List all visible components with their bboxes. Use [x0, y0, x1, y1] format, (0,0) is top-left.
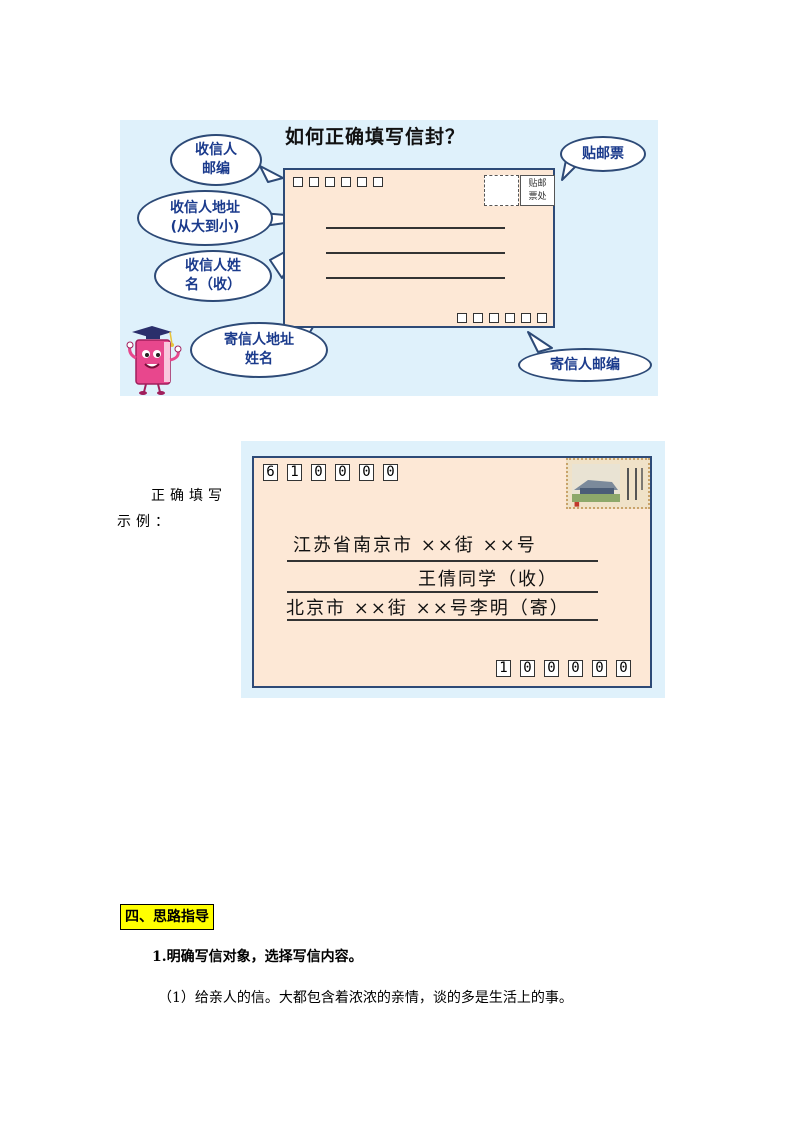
postage-stamp-image: ■	[566, 458, 650, 509]
guideline-point: 1.明确写信对象，选择写信内容。	[152, 949, 363, 965]
section-heading: 四、思路指导	[120, 904, 214, 930]
bubble-recipient-zip: 收信人 邮编	[170, 134, 262, 186]
example-label: 正确填写示例：	[117, 488, 227, 530]
tail-sender-zip	[527, 331, 553, 353]
tail-recipient-zip	[259, 165, 284, 183]
bubble-recipient-address: 收信人地址 (从大到小)	[137, 190, 273, 246]
address-line	[326, 252, 505, 254]
writing-line	[287, 591, 598, 593]
recipient-name-text: 王倩同学（收）	[418, 569, 558, 590]
bubble-recipient-name: 收信人姓 名（收）	[154, 250, 272, 302]
stamp-area-label: 贴邮 票处	[520, 175, 555, 206]
stamp-placeholder	[484, 175, 519, 206]
stamp-building-icon: ■	[572, 464, 643, 507]
bubble-sender-zip: 寄信人邮编	[518, 348, 652, 382]
writing-line	[287, 560, 598, 562]
bubble-sender-address-name: 寄信人地址 姓名	[190, 322, 328, 378]
recipient-address-text: 江苏省南京市 ××街 ××号	[293, 535, 537, 556]
writing-line	[287, 619, 598, 621]
address-line	[326, 277, 505, 279]
address-line	[326, 227, 505, 229]
sender-address-text: 北京市 ××街 ××号李明（寄）	[286, 598, 570, 619]
bubble-stamp: 贴邮票	[560, 136, 646, 172]
diagram-title: 如何正确填写信封？	[285, 126, 466, 148]
book-mascot-icon	[126, 326, 182, 395]
guideline-subpoint: （1）给亲人的信。大都包含着浓浓的亲情，谈的多是生活上的事。	[158, 990, 573, 1006]
svg-text:■: ■	[574, 501, 580, 507]
